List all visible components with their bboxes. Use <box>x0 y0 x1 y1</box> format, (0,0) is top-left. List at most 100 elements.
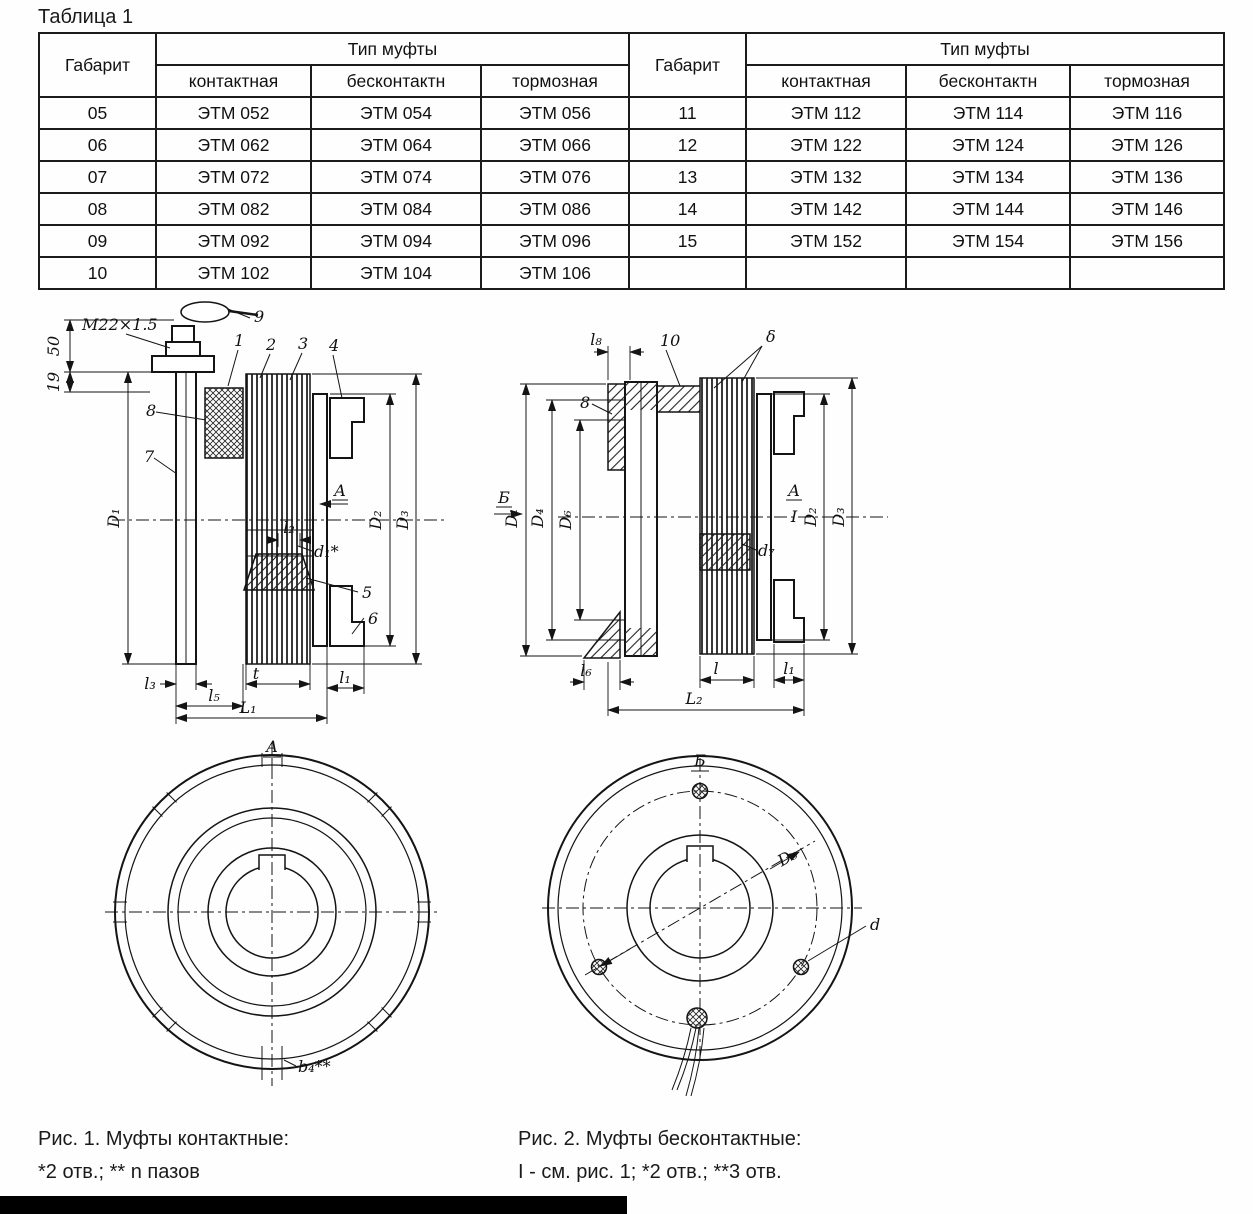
fig1-note: *2 отв.; ** n пазов <box>38 1161 200 1183</box>
view-b-dim-d: d <box>870 915 880 934</box>
subheader-brake-right: тормозная <box>1069 64 1225 98</box>
col-header-type-left: Тип муфты <box>155 32 630 66</box>
fig2-dim-D6: D₆ <box>556 510 575 531</box>
fig1-section-a-label: А <box>333 481 346 500</box>
fig2-dim-d7: d₇ <box>758 541 775 560</box>
fig2-dim-l6: l₆ <box>580 661 592 680</box>
hub <box>699 533 751 571</box>
fig2-dim-D2: D₂ <box>801 507 820 527</box>
table-cell: ЭТМ 152 <box>745 224 907 258</box>
fig1-dim-50: 50 <box>44 336 63 356</box>
table-cell <box>628 256 747 290</box>
table-cell: ЭТМ 066 <box>480 128 630 162</box>
table-cell: ЭТМ 136 <box>1069 160 1225 194</box>
table-cell <box>1069 256 1225 290</box>
subheader-brake-left: тормозная <box>480 64 630 98</box>
fig2-dim-l8: l₈ <box>590 330 602 349</box>
subheader-contactless-left: бесконтактн <box>310 64 482 98</box>
disc-pack <box>699 377 755 655</box>
table-cell: 15 <box>628 224 747 258</box>
table-cell: ЭТМ 076 <box>480 160 630 194</box>
table-cell: ЭТМ 056 <box>480 96 630 130</box>
table-cell: ЭТМ 142 <box>745 192 907 226</box>
table-cell: ЭТМ 122 <box>745 128 907 162</box>
cable-loop <box>180 301 230 323</box>
clutch-type-table: Габарит Тип муфты Габарит Тип муфты конт… <box>38 32 1225 290</box>
table-cell: ЭТМ 132 <box>745 160 907 194</box>
fig2-delta-label: δ <box>766 327 776 346</box>
table-cell: 12 <box>628 128 747 162</box>
table-header-row-2: контактная бесконтактн тормозная контакт… <box>39 64 1225 98</box>
table-cell: ЭТМ 106 <box>480 256 630 290</box>
fig2-roman-one: I <box>790 507 798 526</box>
table-cell: ЭТМ 064 <box>310 128 482 162</box>
subheader-contactless-right: бесконтактн <box>905 64 1071 98</box>
table-header-row-1: Габарит Тип муфты Габарит Тип муфты <box>38 32 1225 98</box>
gland-mid <box>165 341 201 357</box>
fig1-part-2: 2 <box>265 335 276 354</box>
bolt-hole-left <box>590 958 608 976</box>
cable-gland <box>686 1007 708 1029</box>
fig1-thread-label: М22×1.5 <box>81 315 158 334</box>
view-b-front: Б D₅ d <box>542 751 880 1097</box>
view-b-dim-D5: D₅ <box>773 844 801 871</box>
table-cell: 08 <box>38 192 157 226</box>
table-cell <box>745 256 907 290</box>
table-row: 05 ЭТМ 052 ЭТМ 054 ЭТМ 056 11 ЭТМ 112 ЭТ… <box>38 96 1225 130</box>
table-cell: ЭТМ 156 <box>1069 224 1225 258</box>
fig1-dim-D2: D₂ <box>366 510 385 530</box>
fig2-section-b-label: Б <box>497 488 510 507</box>
table-cell: ЭТМ 054 <box>310 96 482 130</box>
table-cell: 07 <box>38 160 157 194</box>
fig2-dim-D1: D₁ <box>502 508 521 528</box>
wire-left <box>671 1027 692 1091</box>
fig2-dim-l: l <box>713 659 718 678</box>
coil-holder-bottom <box>582 609 621 659</box>
subheader-contact-left: контактная <box>155 64 312 98</box>
right-bracket-bottom <box>773 579 805 643</box>
fig2-part-8: 8 <box>580 393 590 412</box>
table-cell: ЭТМ 126 <box>1069 128 1225 162</box>
right-bracket-top <box>773 391 805 455</box>
fig1-part-7: 7 <box>144 447 155 466</box>
fig1-cross-section: М22×1.5 50 19 9 1 2 3 4 8 7 5 <box>44 301 448 724</box>
table-cell: 05 <box>38 96 157 130</box>
right-bracket-top <box>329 397 365 459</box>
table-cell: ЭТМ 074 <box>310 160 482 194</box>
table-cell: ЭТМ 094 <box>310 224 482 258</box>
fig1-part-3: 3 <box>298 334 308 353</box>
fig1-dim-l2: l₂ <box>283 518 295 537</box>
bolt-hole-right <box>792 958 810 976</box>
table-cell: ЭТМ 082 <box>155 192 312 226</box>
table-cell: ЭТМ 154 <box>905 224 1071 258</box>
table-cell: ЭТМ 084 <box>310 192 482 226</box>
table-row: 09 ЭТМ 092 ЭТМ 094 ЭТМ 096 15 ЭТМ 152 ЭТ… <box>38 224 1225 258</box>
table-cell: 09 <box>38 224 157 258</box>
table-cell: ЭТМ 062 <box>155 128 312 162</box>
subheader-contact-right: контактная <box>745 64 907 98</box>
fig1-part-5: 5 <box>362 583 372 602</box>
gland-base <box>151 355 215 373</box>
fig2-part-10: 10 <box>660 331 680 350</box>
table-cell: 13 <box>628 160 747 194</box>
fig2-cross-section: l₈ 10 δ 8 Б А I D₁ D₄ <box>494 327 888 716</box>
table-row: 10 ЭТМ 102 ЭТМ 104 ЭТМ 106 <box>38 256 1225 290</box>
fig1-caption: Рис. 1. Муфты контактные: <box>38 1128 290 1150</box>
table-cell: ЭТМ 102 <box>155 256 312 290</box>
fig1-dim-19: 19 <box>44 372 63 392</box>
table-cell: ЭТМ 146 <box>1069 192 1225 226</box>
table-cell: 10 <box>38 256 157 290</box>
fig1-part-9: 9 <box>254 307 264 326</box>
table-cell: ЭТМ 144 <box>905 192 1071 226</box>
table-cell: ЭТМ 072 <box>155 160 312 194</box>
col-header-gabarit-left: Габарит <box>38 32 157 98</box>
hub-wedge <box>242 553 316 591</box>
fig2-dim-L2: L₂ <box>684 689 702 708</box>
fig1-dim-t: t <box>253 664 260 683</box>
fig1-dim-l1: l₁ <box>339 668 351 687</box>
fig1-dim-L1: L₁ <box>238 698 256 717</box>
table-cell: ЭТМ 052 <box>155 96 312 130</box>
table-row: 08 ЭТМ 082 ЭТМ 084 ЭТМ 086 14 ЭТМ 142 ЭТ… <box>38 192 1225 226</box>
fig1-part-1: 1 <box>234 331 244 350</box>
